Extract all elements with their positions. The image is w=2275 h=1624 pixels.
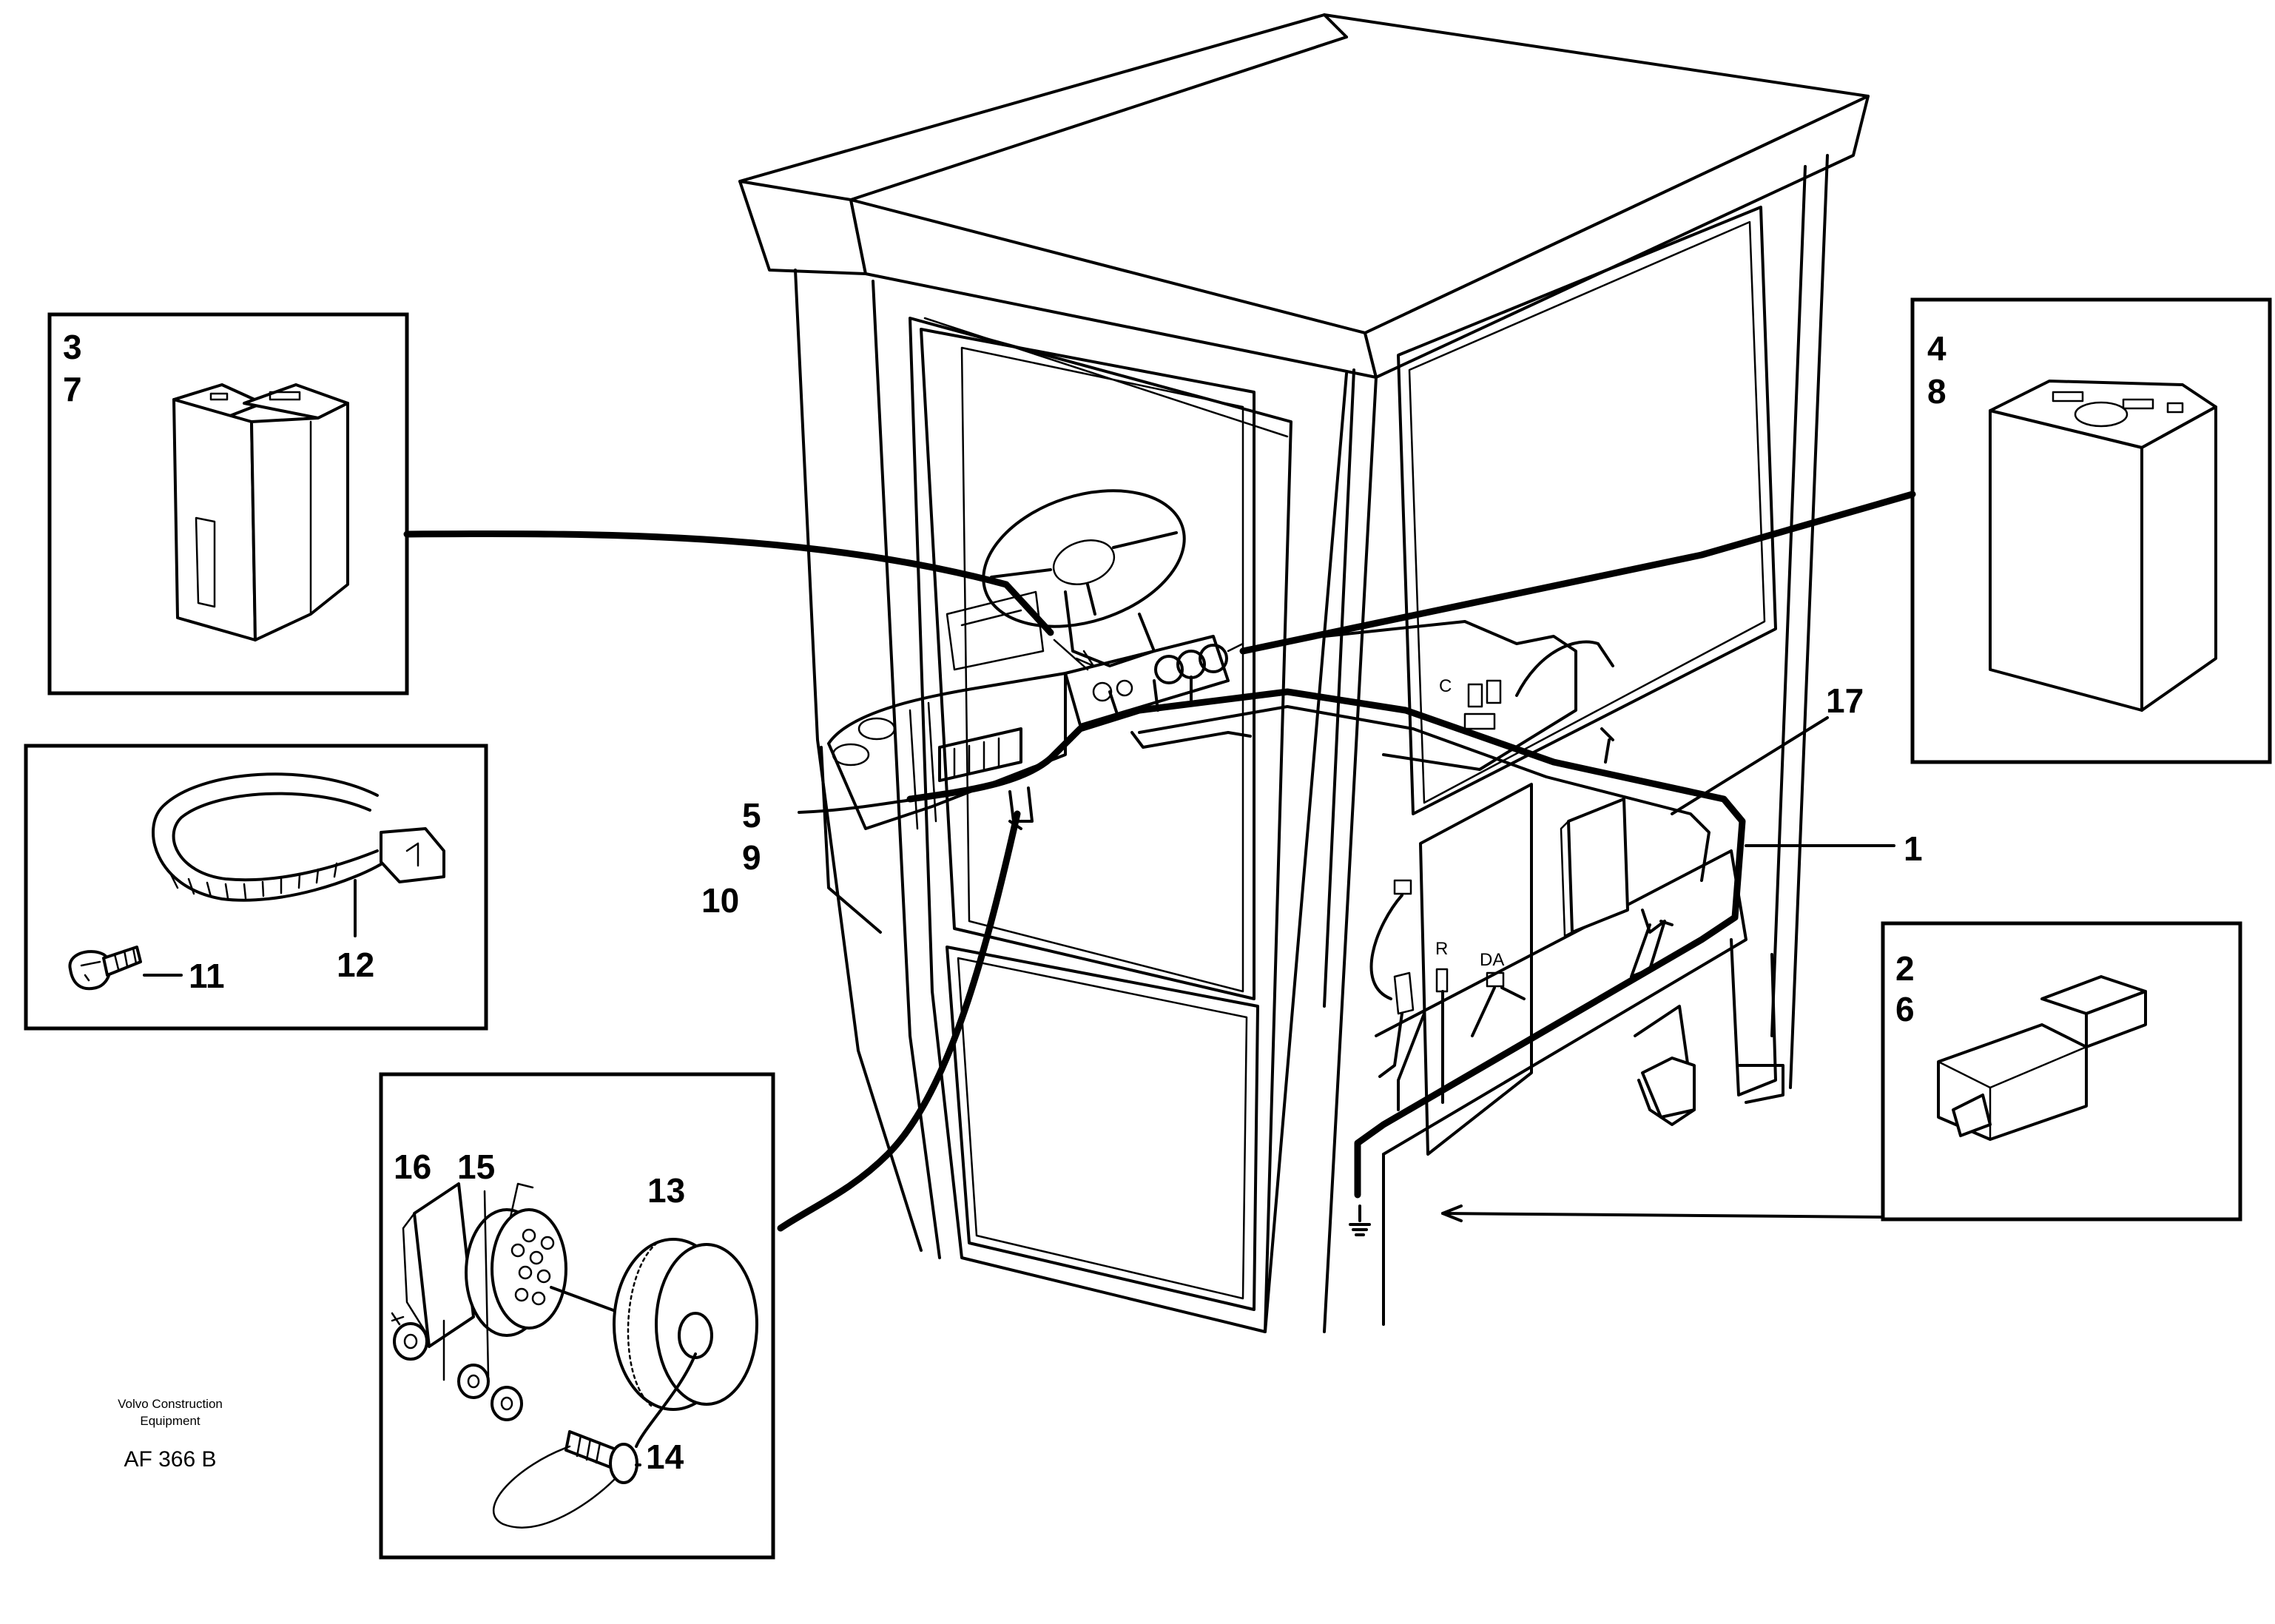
callout-16: 16 [394, 1148, 431, 1186]
relay-4-icon [1989, 380, 2217, 712]
callout-2: 2 [1895, 949, 1915, 988]
callout-15: 15 [457, 1148, 495, 1186]
credit-line-1: Volvo Construction [118, 1397, 223, 1411]
callout-9: 9 [742, 838, 761, 877]
detail-box-3-7: 3 7 [47, 312, 409, 695]
callout-7: 7 [63, 370, 82, 408]
callout-3: 3 [63, 328, 82, 366]
callout-5: 5 [742, 796, 761, 835]
wiring-harness [777, 639, 1746, 1232]
cab-body [738, 13, 1870, 1333]
connector-2-icon [1937, 975, 2147, 1141]
callout-10: 10 [701, 881, 739, 920]
leader-lines [403, 491, 1916, 1222]
panel-label-da: DA [1480, 950, 1504, 970]
detail-box-2-6: 2 6 [1881, 921, 2242, 1222]
callout-1: 1 [1904, 829, 1923, 868]
drawing-code: AF 366 B [124, 1447, 216, 1472]
relay-3-icon [172, 383, 349, 641]
cab-side-panel: R DA [1349, 783, 1784, 1326]
callout-12: 12 [337, 946, 374, 984]
socket-connector-icon [402, 1182, 623, 1348]
console-label-c: C [1439, 676, 1452, 696]
detail-box-13-16: 16 15 13 14 [379, 1072, 775, 1560]
credit-line-2: Equipment [140, 1414, 200, 1428]
callout-11: 11 [189, 957, 225, 995]
detail-box-11-12: 11 12 [24, 744, 488, 1031]
callout-13: 13 [647, 1171, 685, 1210]
panel-label-r: R [1435, 939, 1448, 959]
callout-17: 17 [1826, 681, 1864, 720]
screw-icon [68, 946, 142, 991]
nut-washer-icon [391, 1190, 523, 1421]
callout-8: 8 [1927, 372, 1947, 411]
detail-box-4-8: 4 8 [1910, 297, 2272, 764]
callout-4: 4 [1927, 329, 1947, 368]
callout-6: 6 [1895, 990, 1915, 1028]
protective-cap-icon [613, 1238, 758, 1448]
callout-14: 14 [646, 1438, 684, 1476]
cable-tie-icon [152, 772, 445, 902]
bolt-icon [493, 1430, 641, 1529]
